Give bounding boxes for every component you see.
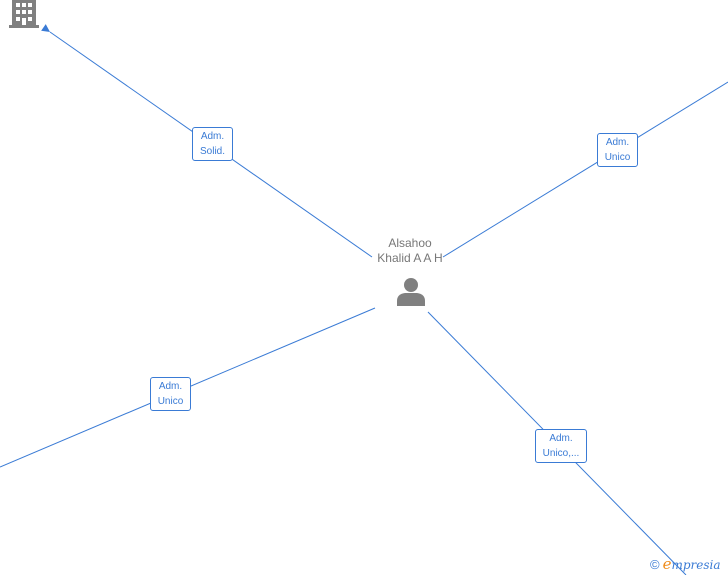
person-name[interactable]: Alsahoo Khalid A A H [360,236,460,266]
edge-upper-right [442,81,728,258]
brand-logo-e: e [662,555,672,573]
relation-label-unico-lower[interactable]: Adm. Unico,... [535,429,587,463]
relation-type: Unico [157,396,184,407]
person-name-line1: Alsahoo [388,236,432,250]
relation-label-unico-upper[interactable]: Adm. Unico [597,133,638,167]
brand-name: mpresia [671,558,721,572]
relation-label-solid[interactable]: Adm. Solid. [192,127,233,161]
relation-role: Adm. [200,131,225,142]
relation-role: Adm. [158,381,183,392]
person-name-line2: Khalid A A H [377,251,443,265]
relation-type: Solid. [199,146,225,157]
person-icon[interactable] [396,276,426,311]
relation-role: Adm. [549,433,573,444]
relation-role: Adm. [605,137,630,148]
building-icon[interactable] [9,0,39,33]
relation-type: Unico [604,152,631,163]
relation-label-unico-left[interactable]: Adm. Unico [150,377,191,411]
brand-watermark: ©empresia [650,555,721,573]
relation-type: Unico,... [542,448,580,459]
copyright-symbol: © [650,557,660,572]
